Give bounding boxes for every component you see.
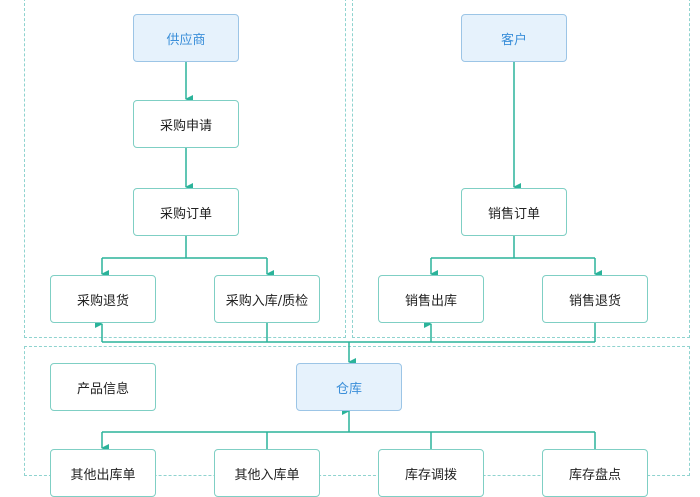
node-other-outbound: 其他出库单 [50,449,156,497]
node-product-info: 产品信息 [50,363,156,411]
connectors [95,62,602,452]
node-stocktake: 库存盘点 [542,449,648,497]
purchase-zone [24,0,346,338]
node-other-inbound: 其他入库单 [214,449,320,497]
node-sales-outbound: 销售出库 [378,275,484,323]
node-purchase-return: 采购退货 [50,275,156,323]
node-sales-order: 销售订单 [461,188,567,236]
node-customer: 客户 [461,14,567,62]
sales-zone [352,0,690,338]
node-purchase-order: 采购订单 [133,188,239,236]
node-purchase-inbound-qc: 采购入库/质检 [214,275,320,323]
node-sales-return: 销售退货 [542,275,648,323]
node-supplier: 供应商 [133,14,239,62]
node-stock-transfer: 库存调拨 [378,449,484,497]
node-warehouse: 仓库 [296,363,402,411]
node-purchase-request: 采购申请 [133,100,239,148]
